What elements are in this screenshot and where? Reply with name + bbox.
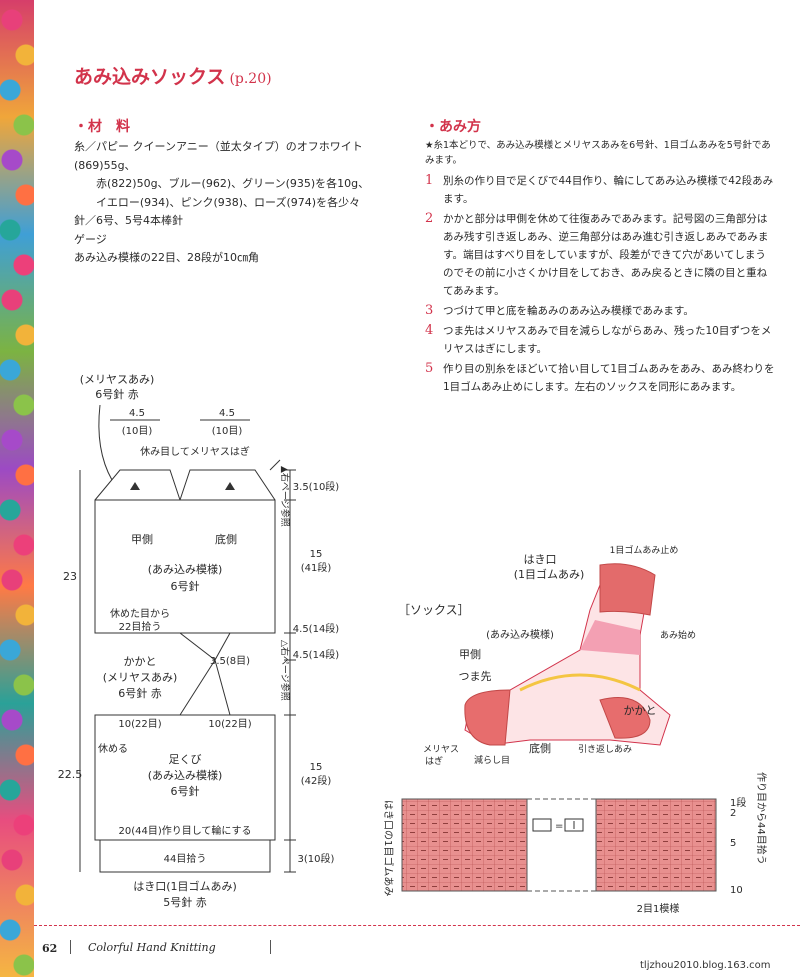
heel-label: かかと [124,655,157,668]
material-line: 糸／パピー クイーンアニー（並太タイプ）のオフホワイト(869)55g、 [74,140,363,172]
material-line: イエロー(934)、ピンク(938)、ローズ(974)を各少々 [96,195,361,209]
width-stitches: (10目) [122,426,153,437]
footer-rule [34,925,800,926]
rest-label: 休める [98,743,128,755]
yarn-border-decoration [0,0,34,977]
height-label: 15 [310,549,323,560]
width-stitches: (10目) [212,426,243,437]
step-number: 5 [425,361,434,376]
top-note-needle: 6号針 赤 [95,387,139,401]
method-step: 4 つま先はメリヤスあみで目を減らしながらあみ、残った10目ずつをメリヤスはぎにし… [425,322,775,358]
pickup-44-label: 44目拾う [164,852,207,865]
toe-outline [94,469,276,501]
step-text: つま先はメリヤスあみで目を減らしながらあみ、残った10目ずつをメリヤスはぎにしま… [443,325,772,355]
materials-list: 糸／パピー クイーンアニー（並太タイプ）のオフホワイト(869)55g、 赤(8… [74,138,409,268]
instep-label: 甲側 [131,533,153,546]
page-number: 62 [42,942,58,955]
height-label: 3(10段) [298,852,335,865]
step-number: 2 [425,211,434,226]
page-title: あみ込みソックス(p.20) [74,62,272,89]
pickup-label: 休めた目から [110,608,170,620]
width-label: 4.5 [129,408,145,419]
method-heading: ・あみ方 [425,119,481,135]
height-label: 15 [310,762,323,773]
cast-on-label: 20(44目)作り目して輪にする [118,824,251,837]
right-page-ref: △右ページ参照 [279,640,291,701]
step-number: 1 [425,173,434,188]
step-text: かかと部分は甲側を休めて往復あみであみます。記号図の三角部分はあみ残す引き返しあ… [443,213,769,297]
heel-width: 3.5(8目) [210,656,250,667]
heel-stitch: (メリヤスあみ) [103,671,178,684]
material-line: 赤(822)50g、ブルー(962)、グリーン(935)を各10g、 [96,177,370,190]
top-note: (メリヤスあみ) [80,373,155,386]
cuff-needle: 5号針 赤 [163,895,207,909]
height-label: 4.5(14段) [293,648,340,661]
cuff-outline [99,839,271,873]
step-text: つづけて甲と底を輪あみのあみ込み模様であみます。 [443,305,694,317]
materials-heading: ・材 料 [74,119,130,135]
method-instructions: ★糸1本どりで、あみ込み模様とメリヤスあみを6号針、1目ゴムあみを5号針であみま… [425,138,775,398]
method-step: 1 別糸の作り目で足くびで44目作り、輪にしてあみ込み模様で42段あみます。 [425,172,775,208]
method-note: ★糸1本どりで、あみ込み模様とメリヤスあみを6号針、1目ゴムあみを5号針であみま… [425,140,771,166]
needle-label: 6号針 [171,579,200,593]
material-line: 針／6号、5号4本棒針 [74,214,183,227]
ankle-label: 足くび [169,753,202,766]
method-step: 5 作り目の別糸をほどいて拾い目して1目ゴムあみをあみ、あみ終わりを1目ゴムあみ止… [425,360,775,396]
sole-label: 底側 [215,532,237,546]
material-line: あみ込み模様の22目、28段が10㎝角 [74,251,259,264]
pattern-label: (あみ込み模様) [148,562,223,576]
ankle-pattern: (あみ込み模様) [148,768,223,782]
footer-separator [270,940,271,954]
title-main: あみ込みソックス [74,66,226,88]
method-step: 2 かかと部分は甲側を休めて往復あみであみます。記号図の三角部分はあみ残す引き返し… [425,210,775,300]
height-label: 4.5(14段) [293,622,340,635]
cuff-label: はき口(1目ゴムあみ) [133,879,237,893]
heel-half-width: 10(22目) [118,719,161,730]
kitchener-label: 休み目してメリヤスはぎ [140,445,250,458]
triangle-marker [225,482,235,490]
step-number: 4 [425,323,434,338]
book-title: Colorful Hand Knitting [88,941,216,954]
step-text: 作り目の別糸をほどいて拾い目して1目ゴムあみをあみ、あみ終わりを1目ゴムあみ止め… [443,363,775,393]
heel-outline [95,632,275,716]
right-page-ref: ▲右ページ参照 [279,466,291,527]
method-step: 3 つづけて甲と底を輪あみのあみ込み模様であみます。 [425,302,775,320]
title-page-ref: (p.20) [229,71,272,87]
heel-half-width: 10(22目) [208,719,251,730]
height-rows: (41段) [301,561,332,574]
ankle-needle: 6号針 [171,784,200,798]
length-label: 23 [63,570,77,583]
length-label: 22.5 [58,768,83,781]
height-label: 3.5(10段) [293,480,340,493]
heel-needle: 6号針 赤 [118,686,162,700]
step-text: 別糸の作り目で足くびで44目作り、輪にしてあみ込み模様で42段あみます。 [443,175,774,205]
height-rows: (42段) [301,774,332,787]
pickup-count: 22目拾う [119,620,162,633]
width-label: 4.5 [219,408,235,419]
footer-separator [70,940,71,954]
step-number: 3 [425,303,434,318]
material-line: ゲージ [74,232,107,246]
watermark: tljzhou2010.blog.163.com [640,960,771,971]
